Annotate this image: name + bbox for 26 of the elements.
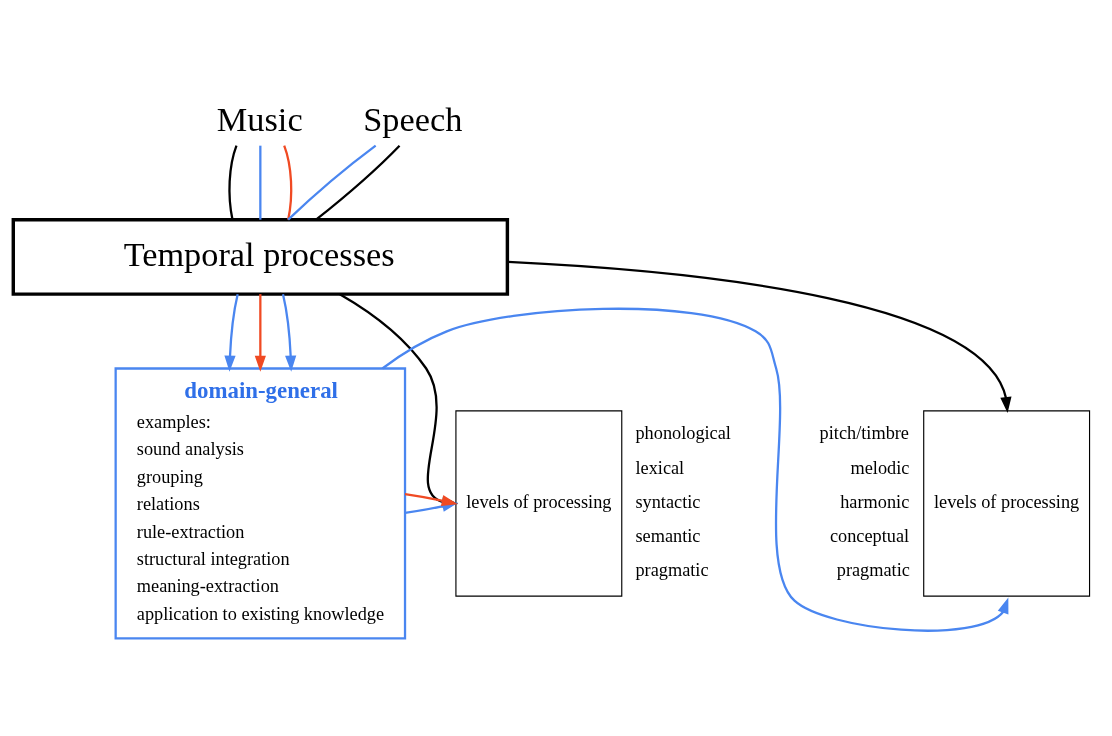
node-label: phonological [635,422,731,443]
node-box: Temporal processes [11,217,510,296]
arrow [281,293,297,372]
arrow [224,293,239,372]
node-text: Speech [363,99,463,138]
node-label: harmonic [840,491,910,512]
arrow [254,293,266,372]
node-label: semantic [635,525,701,546]
node-box: levels of processing [923,409,1091,597]
connector [228,144,238,220]
node-label: conceptual [829,525,910,546]
node-box: domain-general examples: sound analysis grouping relations rule-extraction structural integration meaning-extraction application to existing knowledge [114,366,407,640]
node-label: pragmatic [635,559,709,580]
node-label: pitch/timbre [819,422,909,443]
node-label: lexical [635,457,685,477]
node-label: syntactic [635,491,701,512]
arrow [381,307,1009,632]
connector [283,144,293,220]
node-text: Music [216,99,303,138]
node-label: melodic [850,457,910,477]
connector [259,145,262,220]
node-box: levels of processing [455,409,623,597]
connector [315,144,401,221]
node-label: pragmatic [836,559,910,580]
arrow [507,260,1012,413]
connector [287,144,377,221]
